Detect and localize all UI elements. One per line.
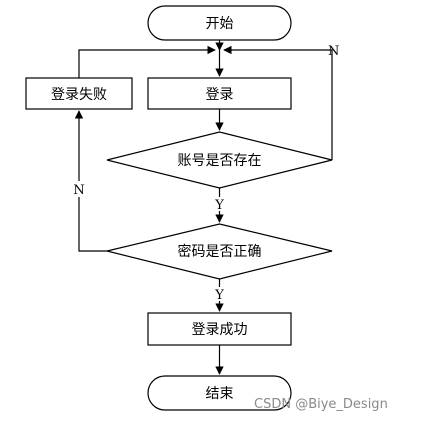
account-check-label: 账号是否存在 [178,153,262,169]
login-node: 登录 [147,77,292,110]
login-success-label: 登录成功 [192,322,248,338]
login-success-node: 登录成功 [147,312,292,346]
account-yes-bg [211,197,228,211]
password-check-no-label: N [73,183,84,198]
connector-password-no [74,110,107,252]
account-check-node: 账号是否存在 [106,131,333,189]
login-fail-node: 登录失败 [25,77,133,110]
start-label: 开始 [206,16,234,32]
login-fail-label: 登录失败 [51,87,107,103]
account-check-yes-label: Y [214,198,224,213]
login-label: 登录 [206,87,234,103]
connector-fail-to-merge [78,45,216,78]
password-check-yes-label: Y [214,288,224,303]
account-check-no-label: N [328,44,339,59]
password-check-label: 密码是否正确 [178,243,262,260]
end-node: 结束 [147,375,292,411]
end-label: 结束 [206,386,234,402]
watermark: CSDN @Biye_Design [254,397,388,412]
password-yes-bg [211,287,228,301]
password-check-node: 密码是否正确 [106,223,333,280]
password-no-bg [70,181,87,197]
start-node: 开始 [147,5,292,41]
connector-account-no-loop [223,45,333,160]
